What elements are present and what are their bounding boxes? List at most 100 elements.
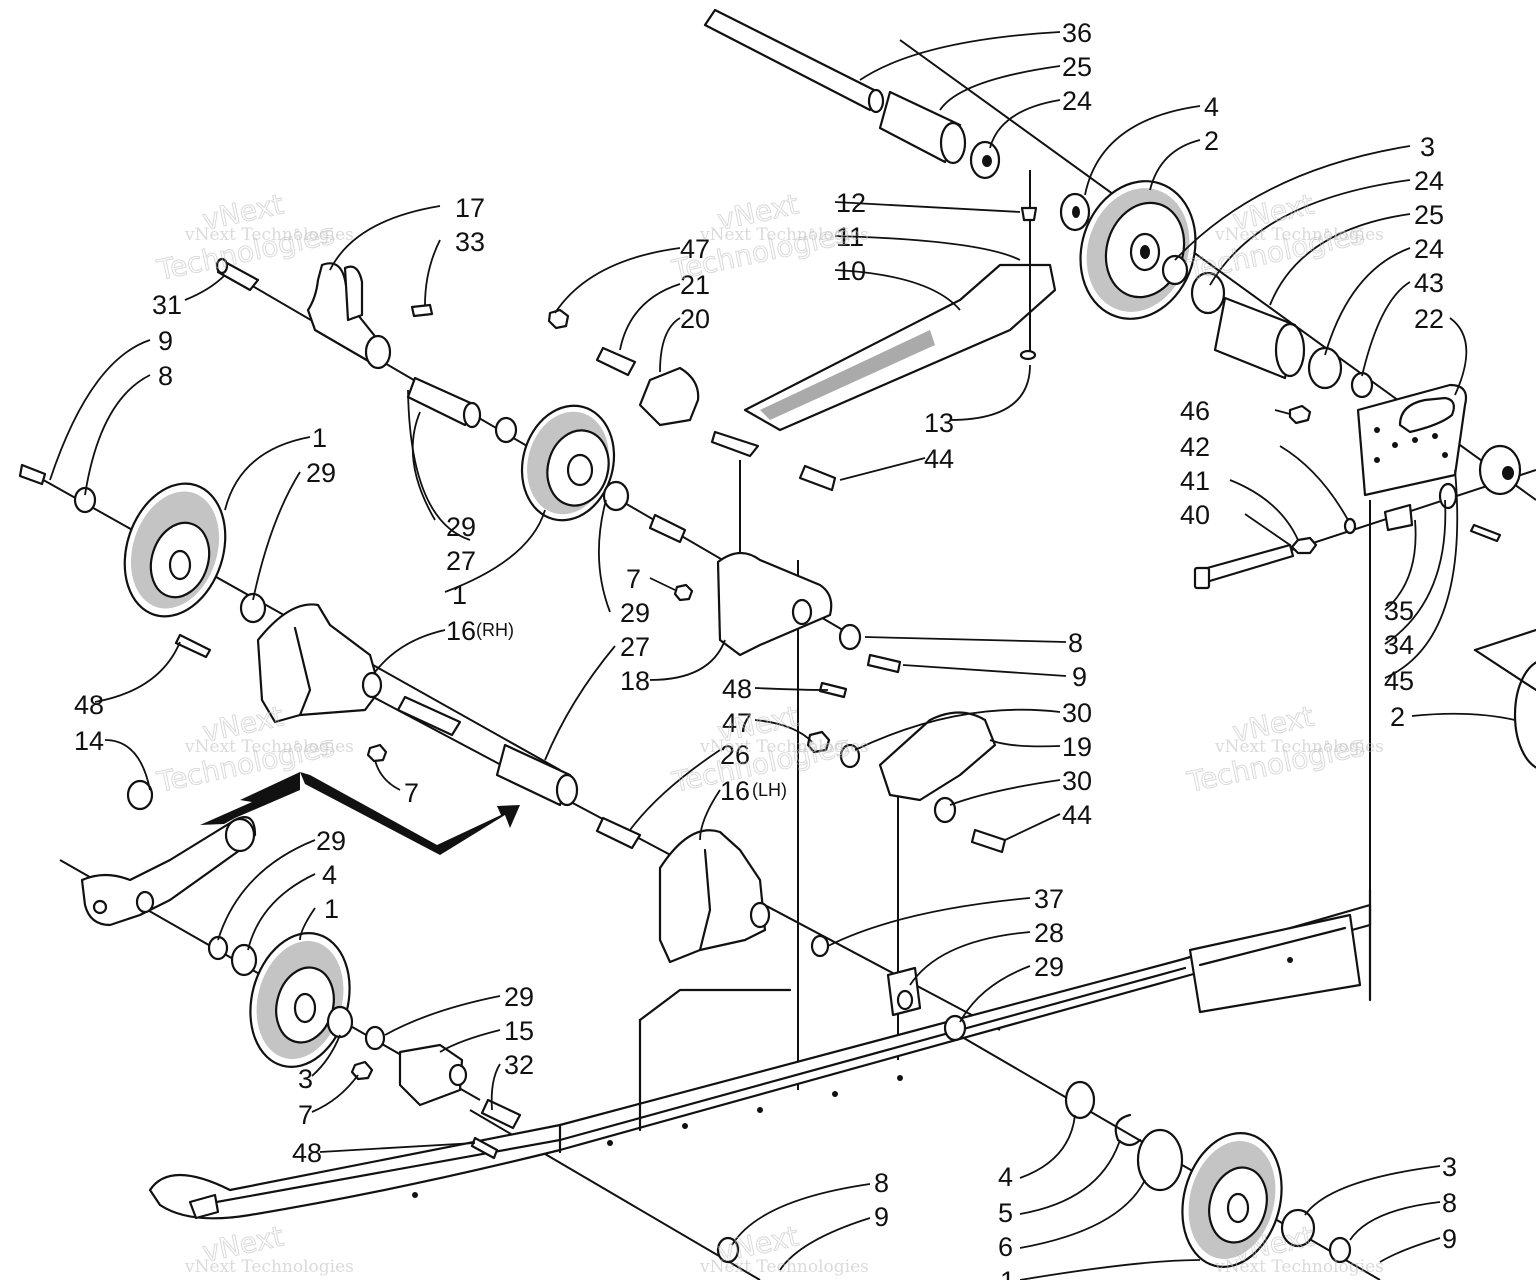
callout-7: 7 (626, 564, 641, 594)
callout-7: 7 (298, 1100, 313, 1130)
callout-16: 16 (720, 776, 750, 806)
callout-27: 27 (620, 632, 650, 662)
callout-26: 26 (720, 740, 750, 770)
callout-numbers: 36 25 24 4 2 3 24 25 24 43 22 12 11 10 1… (74, 18, 1457, 1280)
callout-17: 17 (455, 193, 485, 223)
callout-48: 48 (292, 1138, 322, 1168)
callout-29: 29 (504, 982, 534, 1012)
callout-24: 24 (1414, 234, 1444, 264)
watermarks: vNext Technologies vNext Technologies vN… (153, 187, 1384, 1277)
bracket-16-rh (174, 603, 388, 763)
callout-9: 9 (874, 1202, 889, 1232)
callout-2: 2 (1204, 126, 1219, 156)
callout-29: 29 (1034, 952, 1064, 982)
callout-31: 31 (152, 290, 182, 320)
watermark-top-right: vNext Technologies vNext Technologies (1183, 187, 1384, 287)
spacer-group-right (1190, 271, 1374, 399)
callout-36: 36 (1062, 18, 1092, 48)
callout-18: 18 (620, 666, 650, 696)
callout-4: 4 (322, 860, 337, 890)
callout-25: 25 (1414, 200, 1444, 230)
leader-lines (49, 31, 1516, 1280)
bracket-17 (215, 257, 434, 370)
callout-48: 48 (722, 674, 752, 704)
callout-3: 3 (1420, 132, 1435, 162)
callout-4: 4 (1204, 92, 1219, 122)
spacer-27-top (406, 376, 518, 444)
spacer-27-lower (396, 695, 642, 850)
callout-22: 22 (1414, 304, 1444, 334)
callout-7: 7 (404, 778, 419, 808)
callout-29: 29 (620, 598, 650, 628)
idler-wheel-1-lower (207, 932, 386, 1068)
arm-14 (80, 779, 257, 927)
svg-text:vNext Technologies: vNext Technologies (1214, 737, 1384, 757)
callout-42: 42 (1180, 432, 1210, 462)
callout-44: 44 (924, 444, 954, 474)
callout-45: 45 (1384, 666, 1414, 696)
svg-text:vNext Technologies: vNext Technologies (699, 1257, 869, 1277)
callout-12: 12 (836, 188, 866, 218)
callout-3: 3 (1442, 1152, 1457, 1182)
callout-24: 24 (1062, 86, 1092, 116)
svg-text:vNext Technologies: vNext Technologies (699, 737, 869, 757)
callout-6: 6 (998, 1232, 1013, 1262)
callout-16-rh-suffix: (RH) (476, 620, 514, 640)
callout-41: 41 (1180, 466, 1210, 496)
callout-13: 13 (924, 408, 954, 438)
callout-16: 16 (446, 616, 476, 646)
callout-8: 8 (874, 1168, 889, 1198)
spacer-25-top (878, 90, 967, 165)
callout-9: 9 (1442, 1224, 1457, 1254)
callout-28: 28 (1034, 918, 1064, 948)
callout-35: 35 (1384, 596, 1414, 626)
bracket-19 (806, 711, 1007, 854)
slide-rail (148, 888, 1372, 1220)
callout-9: 9 (1072, 662, 1087, 692)
callout-25: 25 (1062, 52, 1092, 82)
callout-8: 8 (1442, 1188, 1457, 1218)
watermark-mid-right: vNext Technologies vNext Technologies (1183, 699, 1384, 799)
upper-arm-10 (547, 170, 1057, 492)
callout-29: 29 (316, 826, 346, 856)
idler-wheel-1-mid (520, 404, 687, 544)
callout-14: 14 (74, 726, 104, 756)
callout-27: 27 (446, 546, 476, 576)
lower-spacers-37-28-29 (810, 934, 967, 1042)
callout-3: 3 (298, 1064, 313, 1094)
callout-20: 20 (680, 304, 710, 334)
callout-43: 43 (1414, 268, 1444, 298)
bracket-plate-22 (1356, 383, 1522, 497)
idler-wheel-2-top (1059, 180, 1197, 320)
callout-1: 1 (312, 423, 327, 453)
callout-30: 30 (1062, 698, 1092, 728)
callout-11: 11 (836, 222, 864, 252)
callout-1: 1 (1000, 1266, 1015, 1280)
callout-30: 30 (1062, 766, 1092, 796)
bushing-24-top (969, 140, 1001, 180)
callout-24: 24 (1414, 166, 1444, 196)
callout-8: 8 (1068, 628, 1083, 658)
bracket-16-lh (658, 829, 771, 964)
svg-text:vNext Technologies: vNext Technologies (1214, 225, 1384, 245)
callout-29: 29 (306, 458, 336, 488)
bolt-40-assembly (1193, 404, 1502, 590)
callout-34: 34 (1384, 630, 1414, 660)
bracket-15 (350, 1043, 522, 1160)
callout-19: 19 (1062, 732, 1092, 762)
callout-47: 47 (722, 708, 752, 738)
svg-text:vNext Technologies: vNext Technologies (184, 1257, 354, 1277)
callout-16-lh-suffix: (LH) (752, 780, 787, 800)
callout-4: 4 (998, 1162, 1013, 1192)
callout-29: 29 (446, 512, 476, 542)
shaft-36 (703, 8, 885, 114)
callout-10: 10 (836, 256, 866, 286)
callout-33: 33 (455, 227, 485, 257)
callout-47: 47 (680, 234, 710, 264)
bracket-18 (673, 551, 902, 699)
arrow-direction (200, 772, 520, 855)
callout-1: 1 (452, 580, 467, 610)
callout-48: 48 (74, 690, 104, 720)
